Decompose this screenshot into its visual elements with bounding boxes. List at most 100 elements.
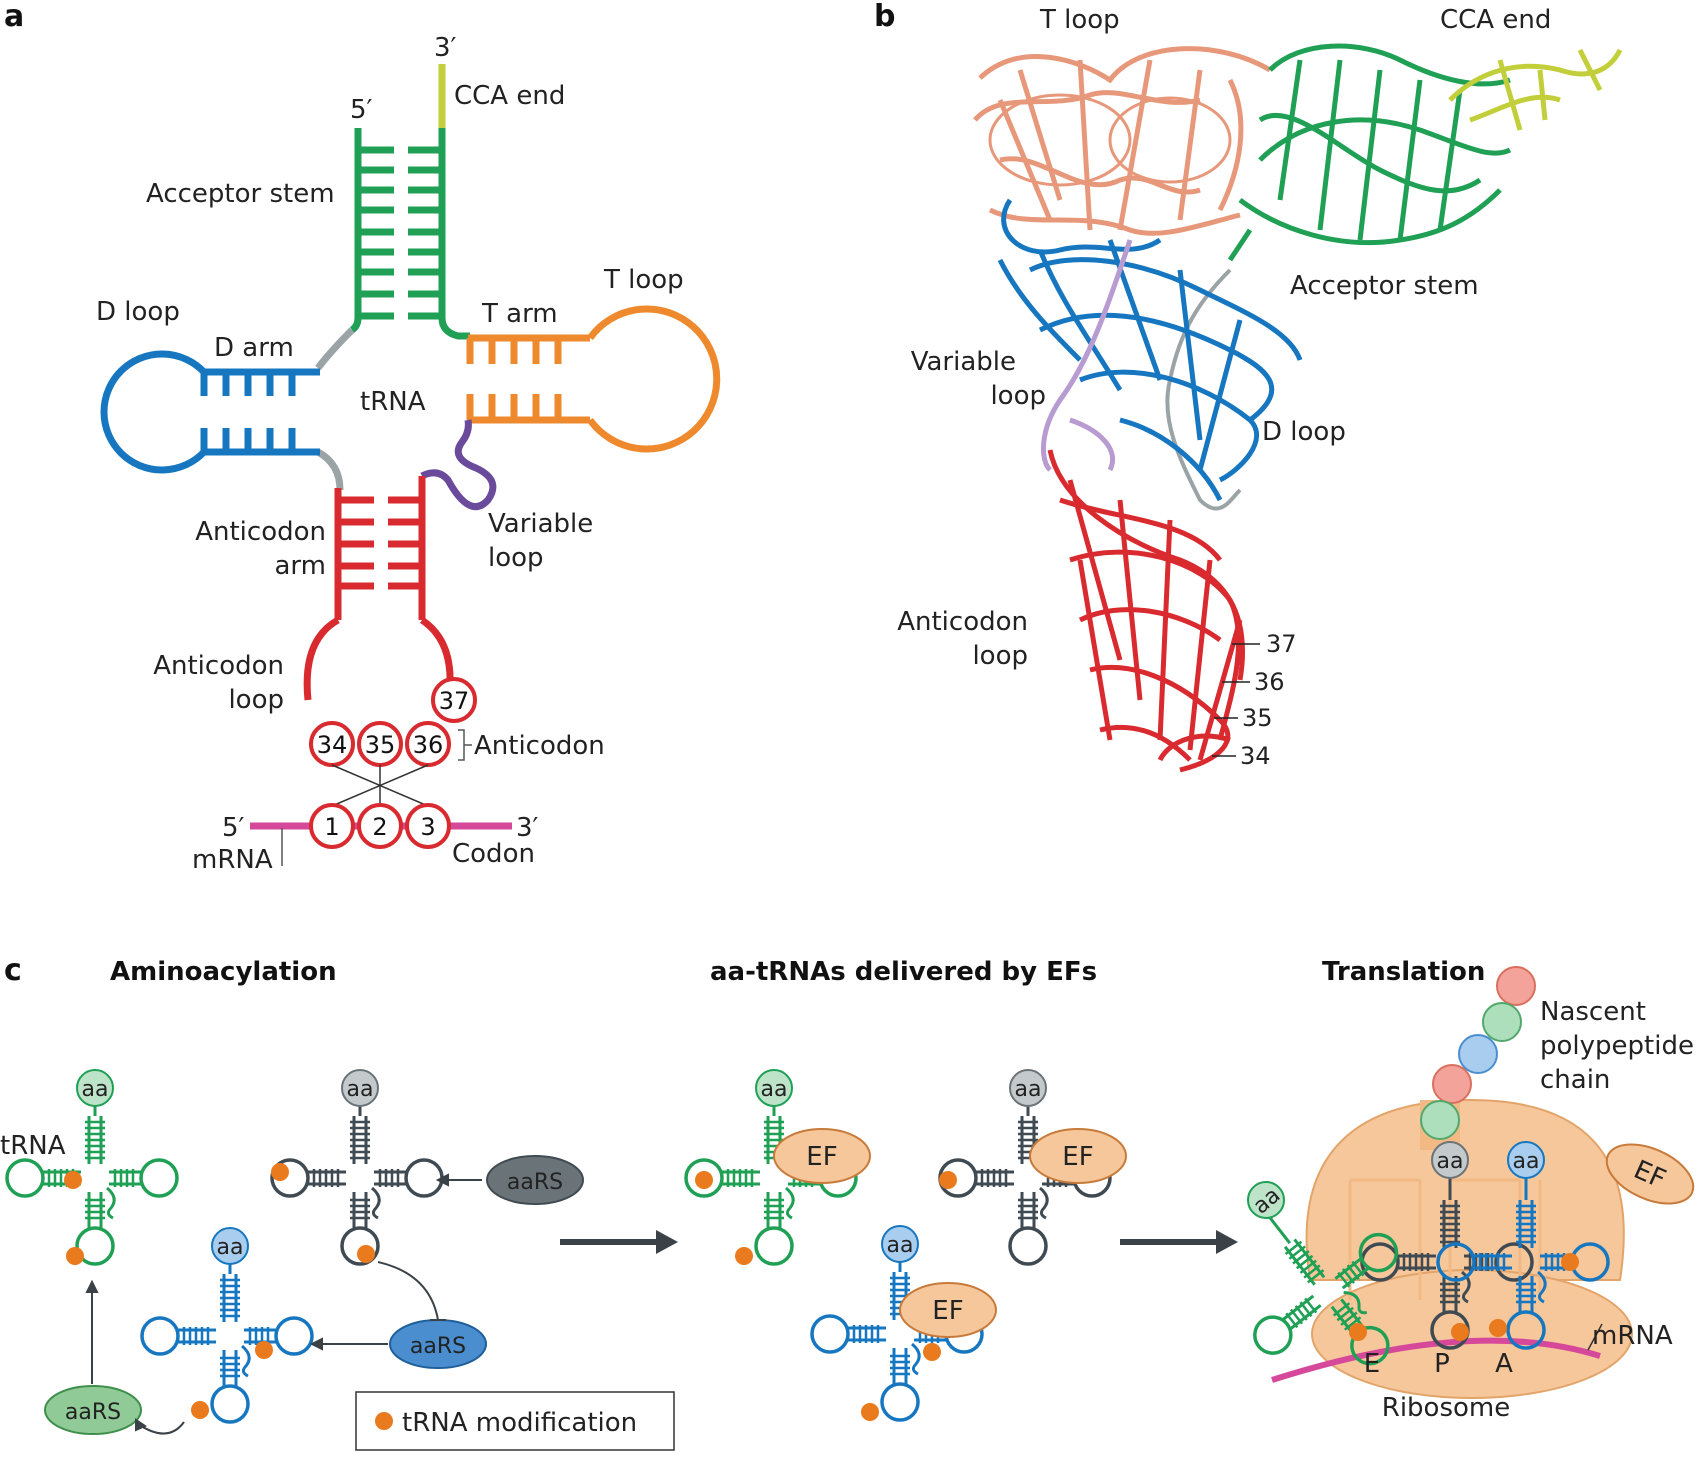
aa-label-5: aa xyxy=(1015,1077,1042,1102)
aa-blue-3 xyxy=(1507,1141,1545,1179)
anticodon-arm xyxy=(303,476,454,701)
label-trna-c: tRNA xyxy=(0,1131,66,1161)
ef-dark xyxy=(1029,1128,1127,1184)
ef-blue-label: EF xyxy=(932,1296,963,1326)
flow-arrow-1 xyxy=(560,1230,678,1254)
aa-green-1 xyxy=(76,1069,114,1107)
site-p: P xyxy=(1434,1349,1450,1379)
ef-green-label: EF xyxy=(806,1142,837,1172)
label-anticodon-arm-2: arm xyxy=(275,551,327,581)
label-nascent-3: chain xyxy=(1540,1065,1610,1095)
ef-blue xyxy=(899,1282,997,1338)
t-arm xyxy=(466,305,721,453)
connector-d-anticodon xyxy=(316,448,344,491)
cca-end-3d xyxy=(1448,48,1623,131)
modification-dot-15 xyxy=(1349,1323,1367,1341)
aa-green-3 xyxy=(1247,1181,1285,1219)
label-3d-d-loop: D loop xyxy=(1262,417,1346,447)
aa-blue-1 xyxy=(211,1227,249,1265)
ef-free xyxy=(1605,1143,1695,1205)
acceptor-stem xyxy=(349,128,470,340)
label-3d-36: 36 xyxy=(1254,668,1285,696)
modification-dot-3 xyxy=(271,1163,289,1181)
site-a: A xyxy=(1495,1349,1513,1379)
variable-loop-3d xyxy=(1040,239,1133,472)
d-loop-3d xyxy=(997,198,1303,502)
nucleotide-37: 37 xyxy=(439,687,470,715)
modification-dot-5 xyxy=(255,1341,273,1359)
aa-label-4: aa xyxy=(761,1077,788,1102)
modification-dot-4 xyxy=(357,1245,375,1263)
label-3d-anticodon-loop-1: Anticodon xyxy=(897,607,1028,637)
modification-dot-14 xyxy=(1561,1253,1579,1271)
label-mrna-3: 3′ xyxy=(516,813,539,843)
panel-b-label: b xyxy=(874,0,895,34)
t-loop xyxy=(587,305,721,453)
aminoacylation-arrows xyxy=(85,1173,482,1435)
label-3d-cca-end: CCA end xyxy=(1440,5,1551,35)
aa-green-2 xyxy=(755,1069,793,1107)
aa-label-6: aa xyxy=(887,1233,914,1258)
heading-translation: Translation xyxy=(1322,957,1485,987)
label-trna: tRNA xyxy=(360,387,426,417)
connector-acceptor-d xyxy=(315,327,355,371)
panel-a-label: a xyxy=(4,0,24,34)
nucleotide-35: 35 xyxy=(365,731,396,759)
modification-dot-13 xyxy=(1489,1319,1507,1337)
site-e: E xyxy=(1364,1349,1380,1379)
anticodon-bracket xyxy=(458,729,472,761)
trna-blue-charged xyxy=(140,1246,314,1424)
aars-grey xyxy=(486,1155,584,1205)
label-nascent-2: polypeptide xyxy=(1540,1031,1694,1061)
aa-label-8: aa xyxy=(1513,1149,1540,1174)
aa-label-2: aa xyxy=(347,1077,374,1102)
label-3d-anticodon-loop-2: loop xyxy=(972,641,1028,671)
modification-dot-9 xyxy=(939,1171,957,1189)
cloverleaf-trna: 37 34 35 36 1 2 3 xyxy=(100,64,721,866)
label-d-arm: D arm xyxy=(214,333,294,363)
codon-2: 2 xyxy=(372,813,387,841)
modification-dot-1 xyxy=(64,1171,82,1189)
mrna-pointer-c xyxy=(1587,1323,1603,1351)
aa-grey-3 xyxy=(1431,1141,1469,1179)
label-3d-t-loop: T loop xyxy=(1039,5,1120,35)
codon-1: 1 xyxy=(324,813,339,841)
label-3d-37: 37 xyxy=(1266,630,1297,658)
modification-dot-6 xyxy=(191,1401,209,1419)
nucleotide-34: 34 xyxy=(317,731,348,759)
heading-delivered: aa-tRNAs delivered by EFs xyxy=(710,957,1097,987)
label-3d-variable-loop-1: Variable xyxy=(911,347,1016,377)
label-3-prime: 3′ xyxy=(434,33,457,63)
position-tick-lines xyxy=(1212,643,1260,757)
flow-arrow-2 xyxy=(1120,1230,1238,1254)
t-loop-3d xyxy=(973,46,1272,236)
label-anticodon: Anticodon xyxy=(474,731,605,761)
panel-c-label: c xyxy=(4,953,22,988)
label-mrna: mRNA xyxy=(192,845,273,875)
aars-grey-label: aaRS xyxy=(507,1170,563,1195)
aa-label-7: aa xyxy=(1437,1149,1464,1174)
acceptor-stem-3d xyxy=(1227,43,1512,262)
modification-dot-2 xyxy=(66,1247,84,1265)
label-mrna-c: mRNA xyxy=(1592,1321,1673,1351)
label-nascent-1: Nascent xyxy=(1540,997,1646,1027)
anticodon-loop-left xyxy=(303,616,340,701)
label-mrna-5: 5′ xyxy=(222,813,245,843)
aars-green-label: aaRS xyxy=(65,1400,121,1425)
legend-label: tRNA modification xyxy=(402,1408,637,1438)
anticodon-loop-right xyxy=(419,617,454,687)
nucleotide-36: 36 xyxy=(413,731,444,759)
modification-dot-7 xyxy=(695,1171,713,1189)
label-3d-acceptor-stem: Acceptor stem xyxy=(1290,271,1479,301)
modification-dot-8 xyxy=(735,1247,753,1265)
modification-dot-11 xyxy=(861,1403,879,1421)
variable-loop xyxy=(420,419,497,511)
connector-3d xyxy=(1165,268,1242,511)
label-3d-variable-loop-2: loop xyxy=(990,381,1046,411)
aars-blue-label: aaRS xyxy=(410,1334,466,1359)
anticodon-loop-3d xyxy=(1047,449,1245,773)
label-t-arm: T arm xyxy=(481,299,558,329)
aa-label-1: aa xyxy=(82,1077,109,1102)
ribosome-trna-e xyxy=(1218,1190,1448,1416)
